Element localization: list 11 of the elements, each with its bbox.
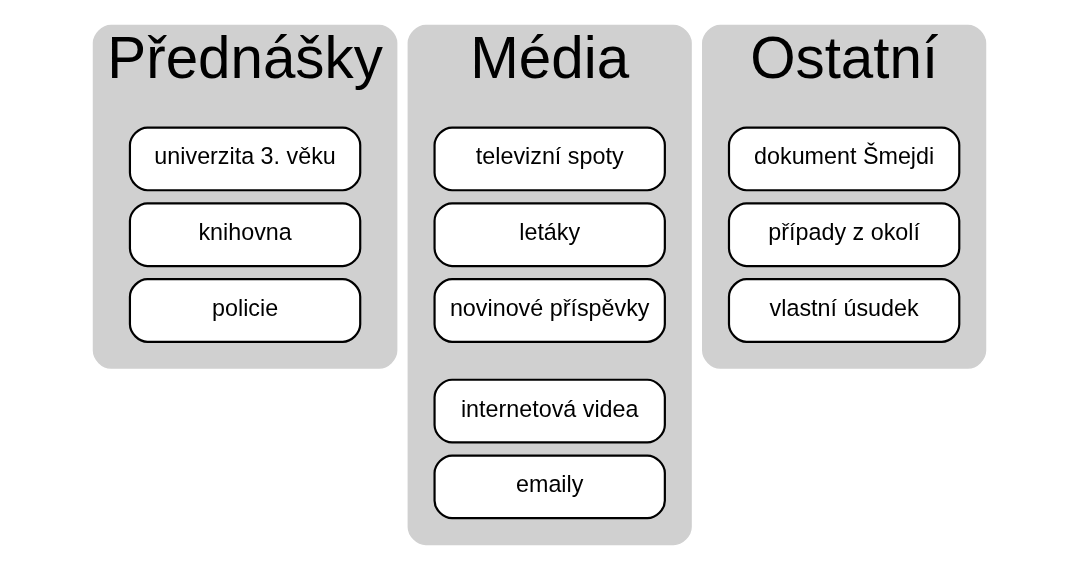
node-box: knihovna: [128, 202, 361, 268]
node-box: policie: [128, 278, 361, 343]
node-box: dokument Šmejdi: [727, 126, 960, 192]
node-box: novinové příspěvky: [432, 278, 666, 343]
node-box: emaily: [432, 454, 666, 520]
node-box: televizní spoty: [432, 126, 666, 192]
node-box: letáky: [432, 202, 666, 268]
node-box: případy z okolí: [727, 202, 960, 268]
node-box: vlastní úsudek: [727, 278, 960, 343]
node-box: internetová videa: [432, 378, 666, 444]
node-box: univerzita 3. věku: [128, 126, 361, 192]
